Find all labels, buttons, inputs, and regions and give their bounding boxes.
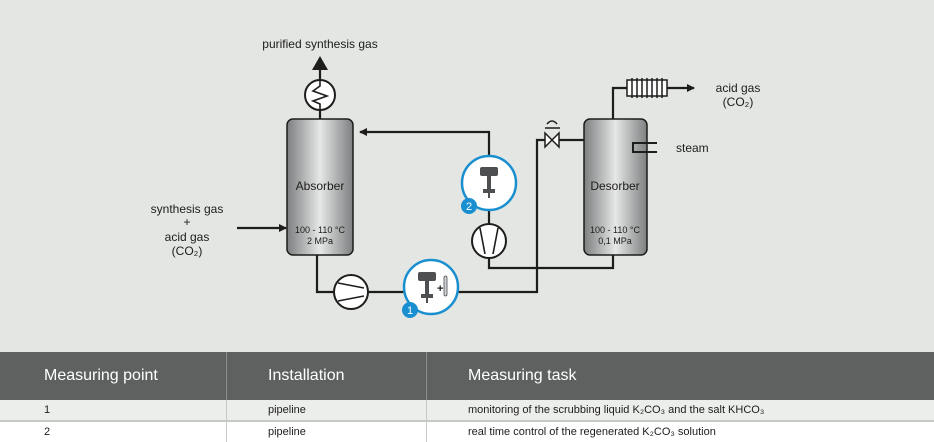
- label-steam: steam: [676, 141, 709, 155]
- measuring-points-table: Measuring point Installation Measuring t…: [0, 352, 934, 442]
- pipe-desorber-return: [487, 254, 615, 270]
- measuring-point-2[interactable]: 2: [460, 154, 518, 214]
- desorber-name: Desorber: [590, 179, 639, 193]
- absorber-vessel: Absorber 100 - 110 °C 2 MPa: [286, 118, 354, 256]
- table-row: 2 pipeline real time control of the rege…: [0, 422, 934, 442]
- label-purified-gas: purified synthesis gas: [262, 37, 377, 51]
- cell-installation: pipeline: [268, 426, 306, 438]
- row-divider: [0, 420, 934, 422]
- absorber-name: Absorber: [296, 179, 345, 193]
- desorber-vessel: Desorber 100 - 110 °C 0,1 MPa: [583, 118, 657, 256]
- svg-text:+: +: [437, 283, 443, 295]
- cell-installation: pipeline: [268, 404, 306, 416]
- absorber-temperature: 100 - 110 °C: [295, 225, 345, 235]
- header-divider: [426, 352, 427, 400]
- cell-divider: [226, 422, 227, 442]
- table-row: 1 pipeline monitoring of the scrubbing l…: [0, 400, 934, 420]
- cell-measuring-point: 1: [44, 404, 51, 416]
- label-feed-line-3: acid gas: [165, 230, 210, 244]
- table-header: Measuring point Installation Measuring t…: [0, 352, 934, 400]
- desorber-temperature: 100 - 110 °C: [590, 225, 640, 235]
- label-acid-gas-out-formula: (CO₂): [723, 95, 754, 109]
- measuring-point-1[interactable]: + 1: [402, 258, 460, 318]
- header-measuring-point: Measuring point: [44, 367, 158, 384]
- cell-divider: [226, 400, 227, 420]
- absorber-pressure: 2 MPa: [307, 236, 333, 246]
- header-installation: Installation: [268, 367, 345, 384]
- cell-measuring-task: monitoring of the scrubbing liquid K₂CO₃…: [468, 404, 765, 416]
- steam-coil-icon: [632, 142, 657, 153]
- pipe-mp1-to-riser: [458, 138, 584, 294]
- pump-1-icon: [333, 274, 369, 310]
- header-measuring-task: Measuring task: [468, 367, 577, 384]
- cooler-icon: [626, 78, 668, 98]
- label-feed-line-4: (CO₂): [172, 244, 203, 258]
- cell-measuring-task: real time control of the regenerated K₂C…: [468, 426, 716, 438]
- sensor-icon: +: [418, 272, 448, 303]
- label-feed-line-2: +: [183, 215, 190, 229]
- pipe-mp2-to-absorber: [359, 128, 491, 160]
- pipe-absorber-bottom: [315, 254, 334, 294]
- product-arrow-icon: [312, 56, 328, 70]
- valve-icon: [544, 120, 560, 149]
- desorber-pressure: 0,1 MPa: [598, 236, 632, 246]
- label-feed-line-1: synthesis gas: [151, 202, 224, 216]
- measuring-point-2-number: 2: [466, 201, 472, 213]
- cell-divider: [426, 400, 427, 420]
- sensor-icon: [480, 167, 498, 198]
- pipes: [237, 62, 695, 294]
- cell-divider: [426, 422, 427, 442]
- process-diagram: Absorber 100 - 110 °C 2 MPa Desorber 100…: [151, 37, 761, 318]
- cell-measuring-point: 2: [44, 426, 51, 438]
- header-divider: [226, 352, 227, 400]
- label-acid-gas-out: acid gas: [716, 81, 761, 95]
- measuring-point-1-number: 1: [407, 305, 413, 317]
- pump-2-icon: [471, 223, 507, 259]
- pipe-desorber-top: [611, 86, 627, 119]
- heat-exchanger-icon: [304, 79, 336, 111]
